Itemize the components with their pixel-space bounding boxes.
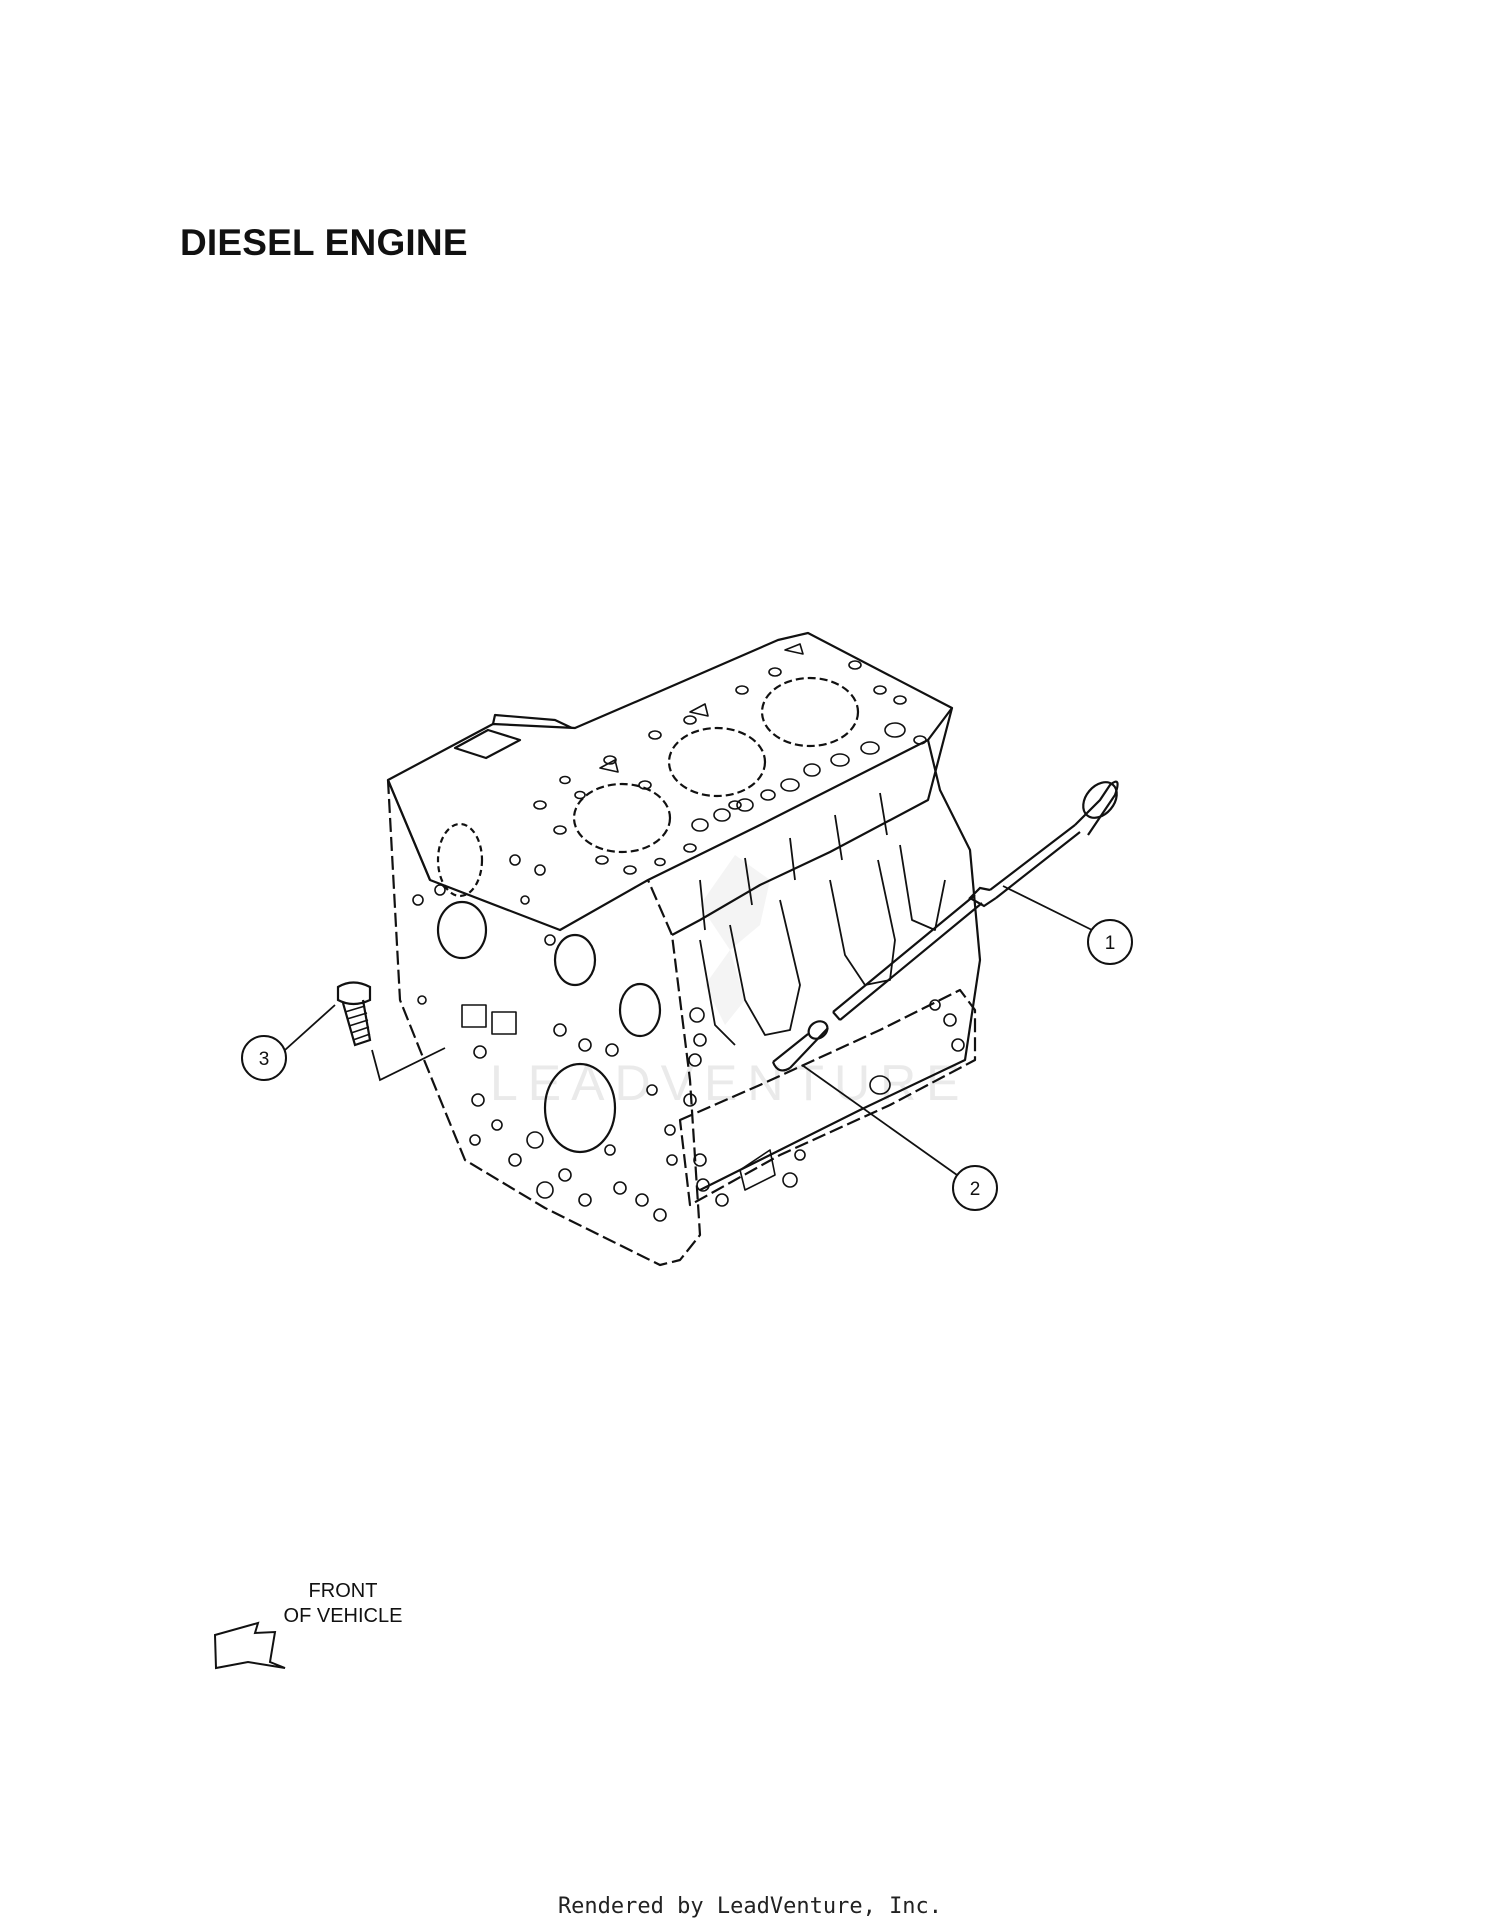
callout-1-number: 1 [1105, 933, 1116, 954]
dipstick-tube [771, 1020, 829, 1072]
watermark: LEADVENTURE [490, 855, 970, 1111]
page-title: DIESEL ENGINE [180, 222, 468, 263]
front-label-line2: OF VEHICLE [283, 1605, 403, 1627]
arrow-left-icon [213, 1621, 286, 1670]
front-label-line1: FRONT [308, 1580, 378, 1602]
callout-2-number: 2 [970, 1179, 981, 1200]
callout-3: 3 [241, 1035, 287, 1081]
engine-block [386, 631, 982, 1267]
dipstick [832, 780, 1119, 1021]
callout-2: 2 [952, 1165, 998, 1211]
watermark-text: LEADVENTURE [490, 1055, 970, 1111]
bolt [336, 981, 372, 1047]
callout-3-number: 3 [259, 1049, 270, 1070]
callout-1: 1 [1087, 919, 1133, 965]
front-of-vehicle-label: FRONT OF VEHICLE [268, 1579, 418, 1629]
footer-credit: Rendered by LeadVenture, Inc. [557, 1894, 943, 1919]
leader-lines [284, 885, 1093, 1176]
